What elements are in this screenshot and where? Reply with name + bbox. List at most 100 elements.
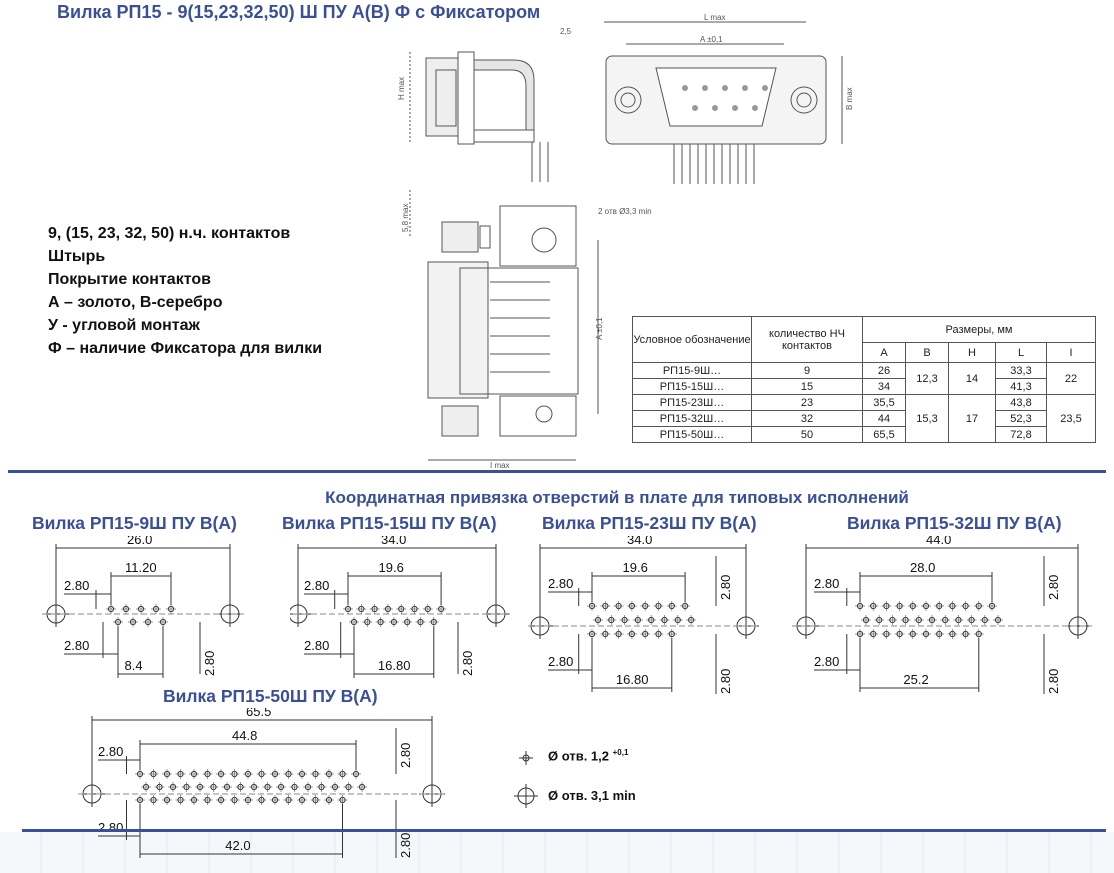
table-cell: 44 xyxy=(862,410,906,427)
dim-row-spacing-top: 2.80 xyxy=(1046,575,1061,600)
table-cell: 15 xyxy=(751,378,863,395)
a-tol-label: A ±0,1 xyxy=(700,35,723,44)
dim-pitch: 19.6 xyxy=(623,560,648,575)
side-view-bottom xyxy=(427,205,599,461)
dim-width: 44.0 xyxy=(926,536,951,547)
dim-row-spacing-top: 2.80 xyxy=(398,743,413,768)
bottom-divider xyxy=(22,829,1106,832)
table-subheader: I xyxy=(1046,342,1096,363)
dim-row-spacing-bottom: 2.80 xyxy=(1046,669,1061,694)
dimensions-table: Условное обозначение количество НЧ конта… xyxy=(632,316,1096,443)
section-divider xyxy=(8,470,1106,473)
dim-row-spacing: 2.80 xyxy=(202,651,217,676)
side-view-top xyxy=(409,51,549,236)
table-cell: 23,5 xyxy=(1046,394,1096,443)
table-cell: 72,8 xyxy=(995,426,1047,443)
dim-offset-bottom: 2.80 xyxy=(304,638,329,653)
table-cell: 32 xyxy=(751,410,863,427)
table-row: РП15-50Ш… 50 65,5 72,8 xyxy=(632,426,1096,443)
holes-33-label: 2 отв Ø3,3 min xyxy=(598,207,652,216)
legend-small-hole: Ø отв. 1,2 +0,1 xyxy=(548,748,628,763)
table-cell: 12,3 xyxy=(905,362,949,395)
desc-line: 9, (15, 23, 32, 50) н.ч. контактов xyxy=(48,225,291,242)
table-cell: 43,8 xyxy=(995,394,1047,411)
dim-offset-bottom: 2.80 xyxy=(814,654,839,669)
s58-max-label: 5,8 max xyxy=(401,204,410,232)
dim-pitch: 19.6 xyxy=(379,560,404,575)
variant-title-32: Вилка РП15-32Ш ПУ В(А) xyxy=(847,513,1062,533)
table-row: РП15-9Ш… 9 26 12,3 14 33,3 22 xyxy=(632,362,1096,395)
table-row: РП15-23Ш… 23 35,5 15,3 17 43,8 23,5 xyxy=(632,394,1096,443)
desc-line: У - угловой монтаж xyxy=(48,317,200,334)
desc-line: А – золото, В-серебро xyxy=(48,294,223,311)
dim-width: 26.0 xyxy=(127,536,152,547)
legend-small-text: Ø отв. 1,2 xyxy=(548,748,609,764)
variant-title-50: Вилка РП15-50Ш ПУ В(А) xyxy=(163,686,378,706)
page-title: Вилка РП15 - 9(15,23,32,50) Ш ПУ А(В) Ф … xyxy=(57,2,541,22)
dim-offset-top: 2.80 xyxy=(64,578,89,593)
description: 9, (15, 23, 32, 50) н.ч. контактов Штырь… xyxy=(48,222,322,360)
table-cell: 35,5 xyxy=(862,394,906,411)
table-cell: 14 xyxy=(948,362,996,395)
dim-offset-top: 2.80 xyxy=(548,576,573,591)
table-cell: РП15-50Ш… xyxy=(632,426,752,443)
l-max-label: L max xyxy=(704,13,726,22)
table-cell: РП15-15Ш… xyxy=(632,378,752,395)
table-cell: РП15-32Ш… xyxy=(632,410,752,427)
table-header-designation: Условное обозначение xyxy=(632,316,752,363)
table-subheader: A xyxy=(862,342,906,363)
table-cell: 23 xyxy=(751,394,863,411)
variant-title-23: Вилка РП15-23Ш ПУ В(А) xyxy=(542,513,757,533)
table-header-sizes: Размеры, мм xyxy=(862,316,1096,343)
dim-bottom-span: 8.4 xyxy=(125,658,143,673)
table-cell: 15,3 xyxy=(905,394,949,443)
dim-offset-top: 2.80 xyxy=(98,744,123,759)
coordinates-section-title: Координатная привязка отверстий в плате … xyxy=(325,488,909,507)
dim-pitch: 28.0 xyxy=(910,560,935,575)
table-row: РП15-15Ш… 15 34 41,3 xyxy=(632,378,1096,395)
desc-line: Штырь xyxy=(48,248,106,265)
a-tol-side-label: A ±0,1 xyxy=(595,317,604,340)
table-cell: 9 xyxy=(751,362,863,379)
table-cell: 50 xyxy=(751,426,863,443)
dim-bottom-span: 16.80 xyxy=(616,672,649,687)
dim-offset-bottom: 2.80 xyxy=(98,820,123,835)
table-subheader: H xyxy=(948,342,996,363)
table-cell: 65,5 xyxy=(862,426,906,443)
b-max-label: B max xyxy=(845,87,854,110)
dim-offset-bottom: 2.80 xyxy=(64,638,89,653)
table-cell: 41,3 xyxy=(995,378,1047,395)
dim-offset-top: 2.80 xyxy=(814,576,839,591)
connector-drawing-svg: H max 5,8 max 2 отв Ø3,3 min A ±0,1 I ma… xyxy=(397,51,652,470)
legend-icons xyxy=(514,751,538,808)
legend-small-tolerance: +0,1 xyxy=(612,748,629,757)
variant-title-15: Вилка РП15-15Ш ПУ В(А) xyxy=(282,513,497,533)
dim-width: 34.0 xyxy=(381,536,406,547)
desc-line: Ф – наличие Фиксатора для вилки xyxy=(48,340,323,357)
dim-row-spacing-bottom: 2.80 xyxy=(718,669,733,694)
dim-bottom-span: 42.0 xyxy=(225,838,250,853)
table-cell: 52,3 xyxy=(995,410,1047,427)
hole-pattern-15: 34.0 19.6 2.80 2.80 16.80 2.80 xyxy=(290,536,510,678)
table-cell: 26 xyxy=(862,362,906,379)
dim-offset-top: 2.80 xyxy=(304,578,329,593)
desc-line: Покрытие контактов xyxy=(48,271,211,288)
table-row: РП15-32Ш… 32 44 52,3 xyxy=(632,410,1096,427)
table-cell: 17 xyxy=(948,394,996,443)
front-view xyxy=(604,21,843,184)
table-cell: 34 xyxy=(862,378,906,395)
dim-offset-bottom: 2.80 xyxy=(548,654,573,669)
dim-width: 65.5 xyxy=(246,708,271,719)
variant-title-9: Вилка РП15-9Ш ПУ В(А) xyxy=(32,513,237,533)
i-max-label: I max xyxy=(490,461,510,470)
dim-bottom-span: 25.2 xyxy=(903,672,928,687)
dim-bottom-span: 16.80 xyxy=(378,658,411,673)
dim-row-spacing-bottom: 2.80 xyxy=(398,833,413,858)
hole-pattern-32: 44.0 28.0 2.80 2.80 25.2 2.80 2.80 xyxy=(792,536,1092,694)
legend-large-hole: Ø отв. 3,1 min xyxy=(548,788,636,803)
table-cell: РП15-23Ш… xyxy=(632,394,752,411)
dim-row-spacing: 2.80 xyxy=(460,651,475,676)
